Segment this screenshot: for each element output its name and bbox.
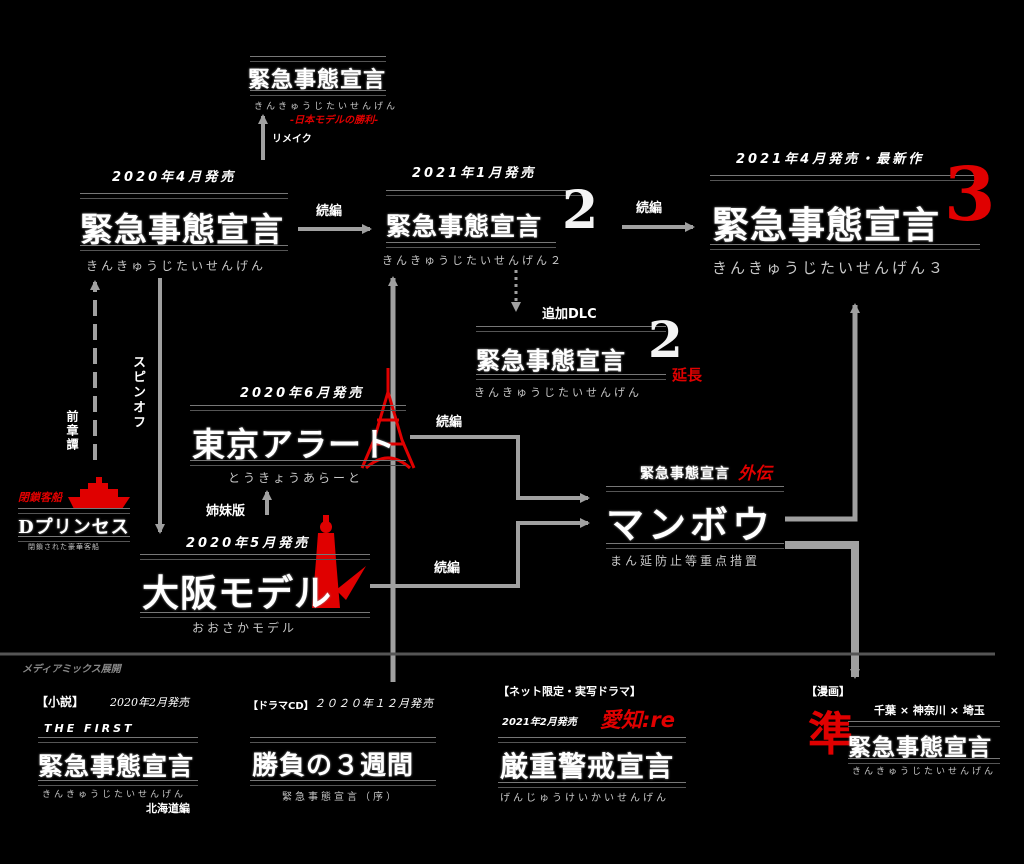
ship-icon [68,477,130,509]
novel-title: 緊急事態宣言 [38,752,195,781]
edge-label-spinoff: スピンオフ [130,355,145,430]
manga-prefix: 準 [808,707,854,761]
osaka-rule-bottom [140,612,370,618]
edge-label-sequel-1: 続編 [316,204,343,219]
sequel2-date: 2021年1月発売 [412,166,537,181]
net-drama-title: 厳重警戒宣言 [500,750,675,783]
dlc-suffix: 延長 [672,366,703,384]
drama-cd-rule-bottom [250,780,436,786]
manbou-super: 緊急事態宣言 [640,466,730,482]
dlc-label: 追加DLC [542,307,597,322]
novel-tag: 【小説】 [36,695,85,709]
media-mix-header: メディアミックス展開 [22,664,121,675]
tokyo-date: 2020年6月発売 [240,386,365,401]
novel-reading: きんきゅうじたいせんげん [42,790,187,800]
tokyo-reading: とうきょうあらーと [228,471,364,485]
remake-rule-bottom [250,90,386,96]
net-drama-date: 2021年2月発売 [502,717,577,728]
dlc-rule-bottom [476,374,666,380]
remake-rule-top [250,56,386,62]
sequel2-rule-top [386,190,586,196]
novel-date: 2020年2月発売 [110,696,189,709]
manbou-title: マンボウ [606,502,775,547]
original-date: 2020年4月発売 [112,170,237,185]
dprincess-reading: 閉鎖された豪華客船 [28,543,100,551]
net-drama-rule-bottom [498,782,686,788]
manga-title: 緊急事態宣言 [848,734,992,761]
dlc-reading: きんきゅうじたいせんげん [474,386,642,399]
sequel2-title: 緊急事態宣言 [386,212,543,241]
manbou-to-manga-arrow [785,541,860,679]
manbou-to-sequel3-arrow [785,303,860,522]
drama-cd-rule-top [250,737,436,743]
dlc-title: 緊急事態宣言 [476,346,626,375]
sequel3-rule-top [710,175,980,181]
novel-sub: 北海道編 [146,802,190,815]
sequel3-title: 緊急事態宣言 [712,203,940,247]
net-drama-title-red: 愛知:re [600,708,675,732]
manga-regions: 千葉 × 神奈川 × 埼玉 [874,704,985,717]
sequel2-reading: きんきゅうじたいせんげん２ [382,254,564,267]
sequel3-rule-bottom [710,244,980,250]
edge-label-tokyo: 続編 [436,415,463,430]
manbou-rule-bottom [606,543,784,549]
drama-cd-date: ２０２０年１２月発売 [314,697,434,710]
drama-cd-reading: 緊急事態宣言（序） [282,792,399,803]
dprincess-rule-top [18,508,130,514]
sequel3-reading: きんきゅうじたいせんげん３ [712,259,947,277]
manbou-rule-top [606,486,784,492]
tokyo-tower-icon [360,368,416,470]
remake-title: 緊急事態宣言 [248,67,387,93]
manga-reading: きんきゅうじたいせんげん [852,767,997,777]
net-drama-reading: げんじゅうけいかいせんげん [500,793,669,804]
net-drama-tag: 【ネット限定・実写ドラマ】 [498,685,641,698]
novel-overline: THE FIRST [44,722,135,735]
osaka-date: 2020年5月発売 [186,536,311,551]
original-title: 緊急事態宣言 [80,210,284,249]
osaka-reading: おおさかモデル [192,621,298,635]
tokyo-rule-bottom [190,460,406,466]
remake-subtitle: -日本モデルの勝利- [290,115,379,126]
original-reading: きんきゅうじたいせんげん [86,259,267,273]
dprincess-tag: 閉鎖客船 [18,491,62,504]
dprincess-rule-bottom [18,536,130,542]
edge-label-sister: 姉妹版 [206,504,246,519]
manga-rule-top [848,721,1000,727]
osaka-to-manbou-arrow [370,518,590,588]
edge-label-sequel-2: 続編 [636,201,663,216]
edge-label-osaka: 続編 [434,561,461,576]
novel-rule-bottom [38,780,198,786]
osaka-rule-top [140,554,370,560]
tokyo-title: 東京アラート [192,425,396,464]
manga-rule-bottom [848,758,1000,764]
manga-tag: 【漫画】 [806,685,850,698]
sequel2-rule-bottom [386,242,556,248]
net-drama-rule-top [498,737,686,743]
sequel3-number: 3 [944,152,996,238]
tokyo-rule-top [190,405,406,411]
original-rule-bottom [80,245,288,251]
novel-rule-top [38,737,198,743]
osaka-title: 大阪モデル [142,571,332,615]
original-rule-top [80,193,288,199]
remake-edge-label: リメイク [272,134,312,145]
manbou-reading: まん延防止等重点措置 [610,554,761,568]
dprincess-title: Dプリンセス [18,517,130,538]
dlc-number: 2 [648,310,683,369]
drama-cd-title: 勝負の３週間 [252,751,415,781]
osaka-tower-icon [312,515,366,608]
dlc-rule-top [476,326,666,332]
tokyo-to-manbou-arrow [410,435,590,503]
edge-label-prequel: 前章譚 [65,410,79,452]
sequel3-date: 2021年4月発売・最新作 [736,152,925,167]
drama-cd-tag: 【ドラマCD】 [248,701,314,712]
sequel2-number: 2 [562,180,599,241]
remake-reading: きんきゅうじたいせんげん [254,102,399,112]
manbou-super-red: 外伝 [738,464,772,484]
